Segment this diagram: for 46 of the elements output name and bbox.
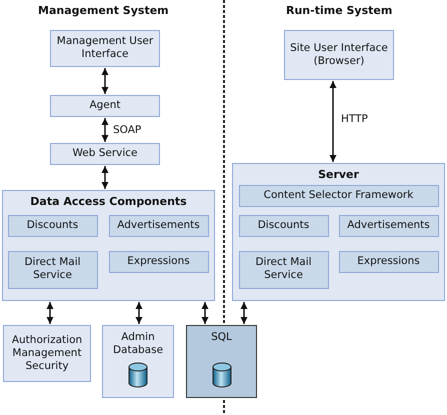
container-box bbox=[232, 163, 445, 301]
container-box bbox=[2, 190, 215, 301]
module-box bbox=[338, 250, 438, 272]
component-box bbox=[3, 325, 91, 382]
component-label: Content Selector Framework bbox=[262, 188, 414, 202]
double-arrow bbox=[240, 302, 248, 324]
component-label: SQL bbox=[210, 331, 233, 344]
component-label: Admin Database bbox=[112, 331, 164, 357]
double-arrow bbox=[202, 302, 208, 324]
section-heading: Management System bbox=[38, 4, 169, 17]
module-box bbox=[338, 214, 438, 236]
component-label: Direct Mail Service bbox=[254, 256, 313, 282]
double-arrow bbox=[102, 118, 108, 142]
component-label: Advertisements bbox=[116, 218, 201, 232]
component-label: Site User Interface (Browser) bbox=[289, 42, 389, 68]
component-box bbox=[50, 143, 160, 165]
group-heading: Server bbox=[317, 168, 360, 181]
component-label: Agent bbox=[88, 99, 122, 112]
component-label: Management User Interface bbox=[56, 35, 154, 61]
double-arrow bbox=[46, 302, 54, 324]
component-label: Discounts bbox=[26, 218, 80, 232]
module-box bbox=[8, 250, 98, 288]
module-box bbox=[108, 250, 208, 272]
component-label: Expressions bbox=[356, 254, 421, 268]
module-box bbox=[8, 214, 98, 236]
component-box bbox=[50, 30, 160, 67]
database-box bbox=[186, 325, 257, 398]
double-arrow bbox=[102, 166, 108, 189]
module-box bbox=[108, 214, 208, 236]
double-arrow bbox=[102, 68, 108, 94]
group-heading: Data Access Components bbox=[29, 195, 188, 208]
module-box bbox=[238, 250, 328, 288]
component-label: Discounts bbox=[256, 218, 310, 232]
double-arrow bbox=[330, 81, 336, 162]
double-arrow bbox=[136, 302, 142, 324]
section-heading: Run-time System bbox=[286, 4, 392, 17]
component-label: Direct Mail Service bbox=[23, 256, 82, 282]
component-label: Authorization Management Security bbox=[10, 334, 84, 372]
database-box bbox=[102, 325, 174, 398]
component-label: Web Service bbox=[71, 147, 139, 160]
component-label: Expressions bbox=[126, 254, 191, 268]
component-label: Advertisements bbox=[346, 218, 431, 232]
component-box bbox=[50, 95, 160, 117]
module-box bbox=[238, 214, 328, 236]
module-box bbox=[238, 184, 438, 206]
component-box bbox=[284, 30, 394, 80]
